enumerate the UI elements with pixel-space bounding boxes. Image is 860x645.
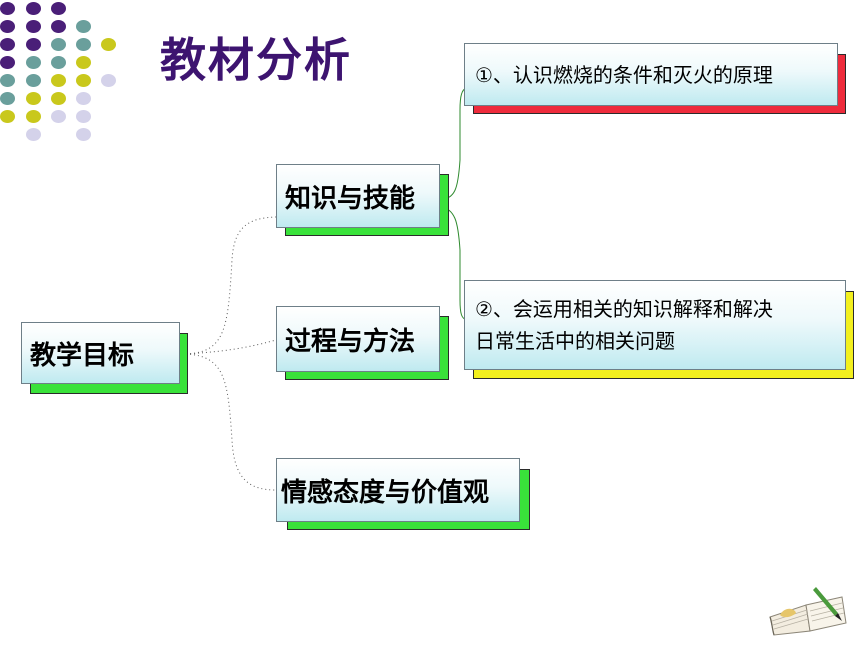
- root-node: 教学目标: [21, 322, 180, 384]
- page-title: 教材分析: [160, 33, 352, 87]
- dot-grid-icon: [0, 0, 130, 150]
- leaf-node-text-line-2: 日常生活中的相关问题: [475, 329, 675, 353]
- connector-root-branch-1: [185, 216, 277, 355]
- book-pen-icon: [769, 587, 847, 636]
- connector-root-branch-3: [185, 353, 277, 491]
- leaf-node-application: ②、会运用相关的知识解释和解决 日常生活中的相关问题: [464, 280, 846, 370]
- branch-node-label: 情感态度与价值观: [281, 477, 490, 508]
- branch-node-process: 过程与方法: [276, 306, 440, 372]
- leaf-node-combustion: ①、认识燃烧的条件和灭火的原理: [464, 43, 838, 106]
- branch-node-knowledge: 知识与技能: [276, 164, 440, 228]
- leaf-node-text-line-1: ②、会运用相关的知识解释和解决: [475, 297, 773, 321]
- branch-node-label: 过程与方法: [285, 326, 416, 357]
- connector-root-branch-2: [185, 339, 277, 355]
- leaf-node-text: ①、认识燃烧的条件和灭火的原理: [475, 62, 773, 87]
- branch-node-label: 知识与技能: [285, 183, 416, 214]
- leaf-node-text: ②、会运用相关的知识解释和解决 日常生活中的相关问题: [465, 293, 783, 357]
- branch-node-emotion: 情感态度与价值观: [276, 458, 520, 522]
- root-node-label: 教学目标: [30, 340, 135, 371]
